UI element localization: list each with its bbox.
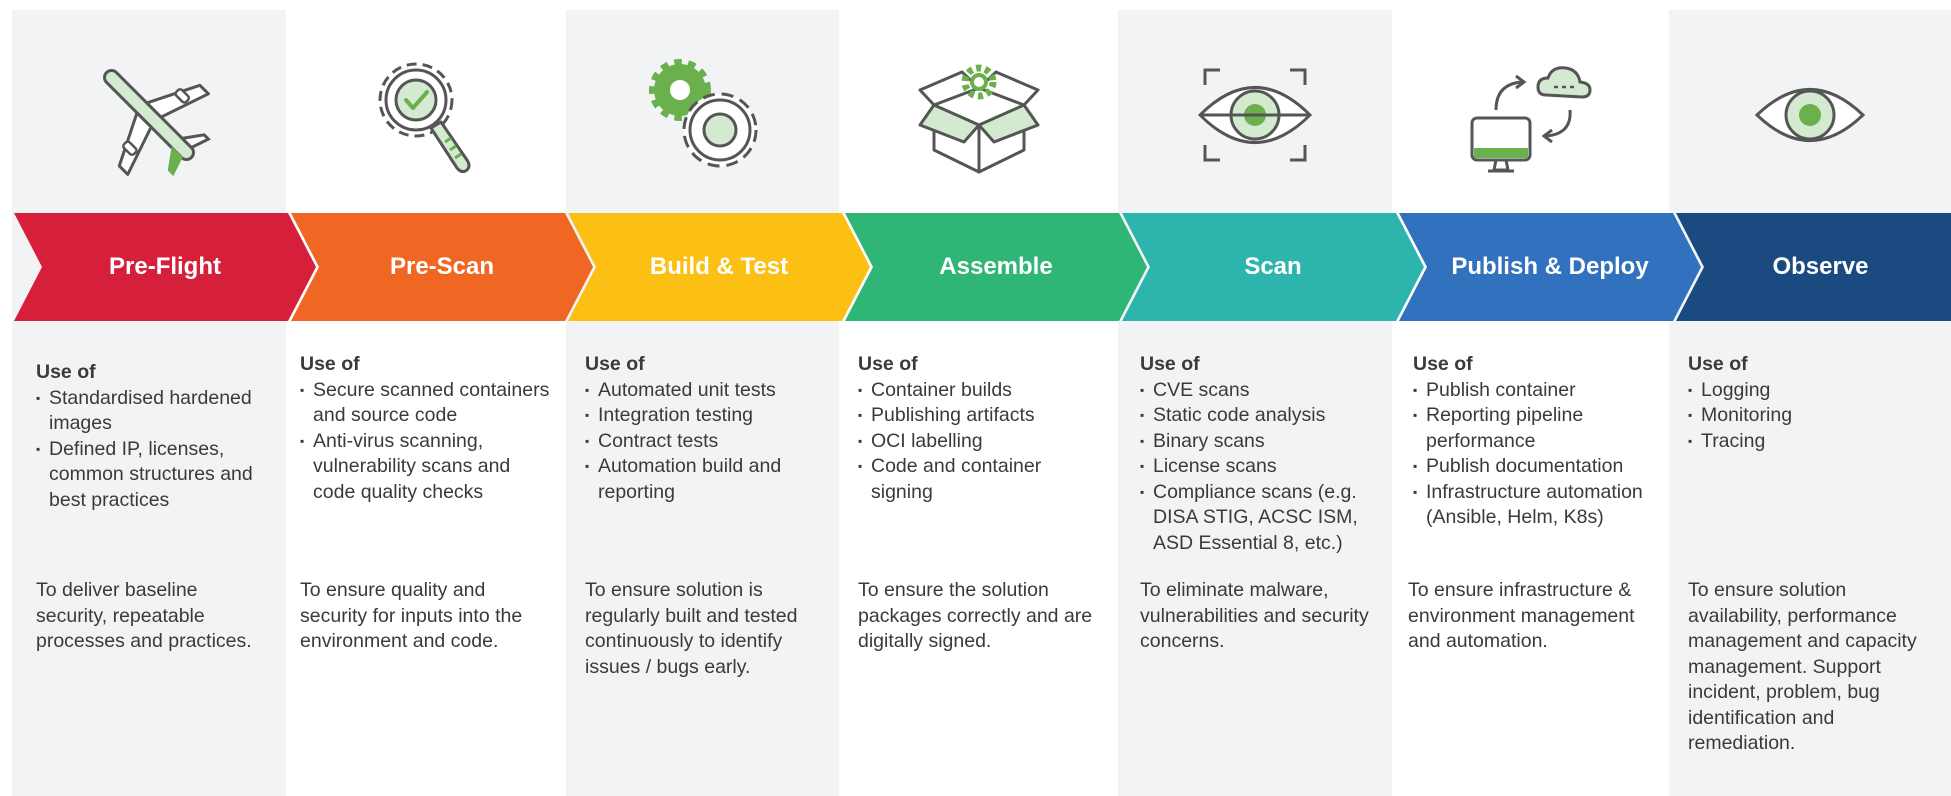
stage-details-scan: Use of CVE scans Static code analysis Bi… [1140, 352, 1380, 556]
stage-icon-publish-deploy [1392, 30, 1669, 200]
list-item: Defined IP, licenses, common structures … [36, 437, 274, 514]
stage-details-observe: Use of Logging Monitoring Tracing [1688, 352, 1928, 454]
list-item: OCI labelling [858, 429, 1098, 455]
list-item: Publishing artifacts [858, 403, 1098, 429]
stage-label-pre-scan: Pre-Scan [389, 253, 495, 280]
use-of-heading: Use of [585, 353, 645, 375]
chevron-pre-scan [291, 213, 593, 321]
stage-purpose-pre-scan: To ensure quality and security for input… [300, 579, 523, 652]
use-of-heading: Use of [36, 361, 96, 383]
chevron-publish-deploy [1399, 213, 1701, 321]
stage-icon-observe [1669, 30, 1951, 200]
stage-label-assemble: Assemble [939, 253, 1053, 280]
stage-details-pre-scan: Use of Secure scanned containers and sou… [300, 352, 550, 505]
list-item: Integration testing [585, 403, 825, 429]
gear-magnifier-icon [378, 62, 471, 174]
chevron-pre-flight [14, 213, 316, 321]
list-item: Code and container signing [858, 454, 1098, 505]
stage-purpose-scan: To eliminate malware, vulnerabilities an… [1140, 579, 1369, 652]
chevron-observe [1676, 213, 1951, 321]
list-item: Publish documentation [1413, 454, 1653, 480]
stage-items-list: CVE scans Static code analysis Binary sc… [1140, 378, 1380, 557]
use-of-heading: Use of [858, 353, 918, 375]
stage-purpose-pre-flight: To deliver baseline security, repeatable… [36, 579, 252, 652]
list-item: Monitoring [1688, 403, 1928, 429]
stage-items-list: Publish container Reporting pipeline per… [1413, 378, 1653, 531]
list-item: Anti-virus scanning, vulnerability scans… [300, 429, 550, 506]
stage-details-assemble: Use of Container builds Publishing artif… [858, 352, 1098, 505]
list-item: Reporting pipeline performance [1413, 403, 1653, 454]
stage-purpose-publish-deploy: To ensure infrastructure & environment m… [1408, 579, 1635, 652]
box-gear-icon [918, 64, 1039, 174]
stage-items-list: Logging Monitoring Tracing [1688, 378, 1928, 455]
gears-icon [648, 59, 757, 168]
list-item: Publish container [1413, 378, 1653, 404]
list-item: Standardised hardened images [36, 386, 274, 437]
eye-scan-icon [1197, 68, 1313, 162]
chevron-build-test [568, 213, 870, 321]
chevron-scan [1122, 213, 1424, 321]
airplane-icon [103, 69, 211, 177]
list-item: Compliance scans (e.g. DISA STIG, ACSC I… [1140, 480, 1380, 557]
use-of-heading: Use of [300, 353, 360, 375]
cloud-deploy-icon [1470, 66, 1592, 173]
list-item: Infrastructure automation (Ansible, Helm… [1413, 480, 1653, 531]
stage-label-pre-flight: Pre-Flight [109, 253, 221, 280]
list-item: Contract tests [585, 429, 825, 455]
list-item: Secure scanned containers and source cod… [300, 378, 550, 429]
stage-items-list: Automated unit tests Integration testing… [585, 378, 825, 506]
process-arrow-band [14, 213, 1951, 321]
list-item: CVE scans [1140, 378, 1380, 404]
stage-label-publish-deploy: Publish & Deploy [1451, 253, 1649, 280]
list-item: Static code analysis [1140, 403, 1380, 429]
stage-items-list: Secure scanned containers and source cod… [300, 378, 550, 506]
stage-purpose-observe: To ensure solution availability, perform… [1688, 579, 1917, 754]
list-item: Binary scans [1140, 429, 1380, 455]
list-item: Logging [1688, 378, 1928, 404]
stage-details-build-test: Use of Automated unit tests Integration … [585, 352, 825, 505]
stage-label-observe: Observe [1772, 253, 1869, 280]
stage-items-list: Standardised hardened images Defined IP,… [36, 386, 274, 514]
list-item: License scans [1140, 454, 1380, 480]
stage-details-publish-deploy: Use of Publish container Reporting pipel… [1413, 352, 1653, 531]
stage-details-pre-flight: Use of Standardised hardened images Defi… [36, 360, 274, 513]
stage-icon-pre-scan [286, 30, 566, 200]
stage-label-build-test: Build & Test [649, 253, 789, 280]
stage-icon-scan [1118, 30, 1392, 200]
use-of-heading: Use of [1413, 353, 1473, 375]
chevron-assemble [845, 213, 1147, 321]
use-of-heading: Use of [1140, 353, 1200, 375]
stage-items-list: Container builds Publishing artifacts OC… [858, 378, 1098, 506]
stage-icon-pre-flight [12, 30, 286, 200]
list-item: Container builds [858, 378, 1098, 404]
stage-icon-build-test [566, 30, 839, 200]
stage-purpose-build-test: To ensure solution is regularly built an… [585, 579, 798, 678]
list-item: Automated unit tests [585, 378, 825, 404]
list-item: Tracing [1688, 429, 1928, 455]
use-of-heading: Use of [1688, 353, 1748, 375]
stage-icon-assemble [839, 30, 1118, 200]
list-item: Automation build and reporting [585, 454, 825, 505]
stage-purpose-assemble: To ensure the solution packages correctl… [858, 579, 1093, 652]
eye-icon [1754, 88, 1866, 142]
stage-label-scan: Scan [1244, 253, 1302, 280]
